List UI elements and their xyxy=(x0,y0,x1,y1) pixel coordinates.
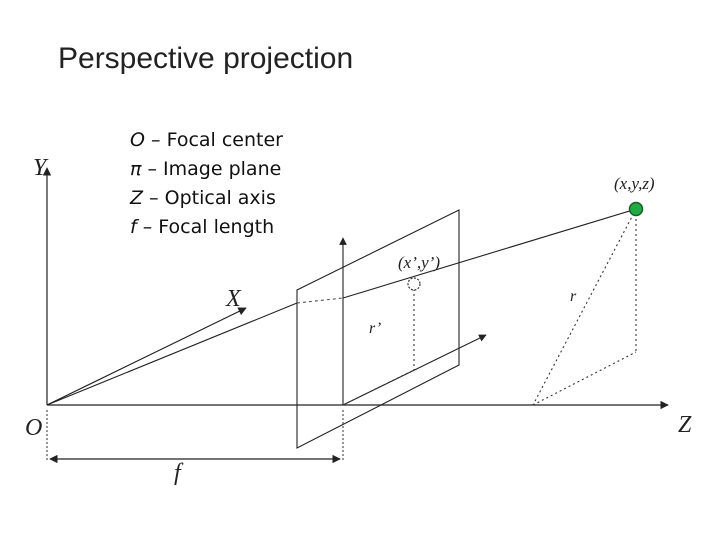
y-axis-label: Y xyxy=(33,155,49,181)
legend-symbol: O xyxy=(130,129,145,151)
r-prime-label: r’ xyxy=(369,320,381,337)
x-axis-line xyxy=(46,307,247,406)
focal-length-label: f xyxy=(174,460,184,486)
x-axis-label: X xyxy=(225,286,242,312)
r-line xyxy=(532,351,637,406)
z-axis-label: Z xyxy=(678,412,692,438)
legend-item-focal-length: f – Focal length xyxy=(130,213,283,242)
legend-symbol: π xyxy=(130,158,142,180)
legend-item-focal-center: O – Focal center xyxy=(130,126,283,155)
legend-separator: – xyxy=(136,216,159,238)
r-label: r xyxy=(570,288,577,305)
legend-symbol: f xyxy=(130,216,137,238)
world-point-label: (x,y,z) xyxy=(614,174,655,193)
legend-text: Focal center xyxy=(166,129,283,151)
projection-ray-hidden xyxy=(296,297,344,304)
legend: O – Focal center π – Image plane Z – Opt… xyxy=(130,126,283,242)
legend-text: Image plane xyxy=(163,158,282,180)
legend-text: Optical axis xyxy=(164,187,276,209)
slide-title: Perspective projection xyxy=(58,42,354,75)
world-point-to-axis xyxy=(532,208,637,406)
origin-label: O xyxy=(25,415,42,441)
legend-separator: – xyxy=(143,187,165,209)
image-point-marker xyxy=(407,277,421,291)
world-point-marker xyxy=(628,201,644,217)
legend-symbol: Z xyxy=(130,187,144,209)
projection-ray-front xyxy=(342,208,637,299)
legend-item-optical-axis: Z – Optical axis xyxy=(130,184,283,213)
image-point-label: (x’,y’) xyxy=(398,253,440,272)
legend-item-image-plane: π – Image plane xyxy=(130,155,283,184)
legend-separator: – xyxy=(144,129,167,151)
legend-separator: – xyxy=(141,158,164,180)
projection-ray-back xyxy=(46,302,298,406)
r-prime-line xyxy=(342,369,415,406)
legend-text: Focal length xyxy=(158,216,275,238)
image-plane xyxy=(296,209,460,449)
